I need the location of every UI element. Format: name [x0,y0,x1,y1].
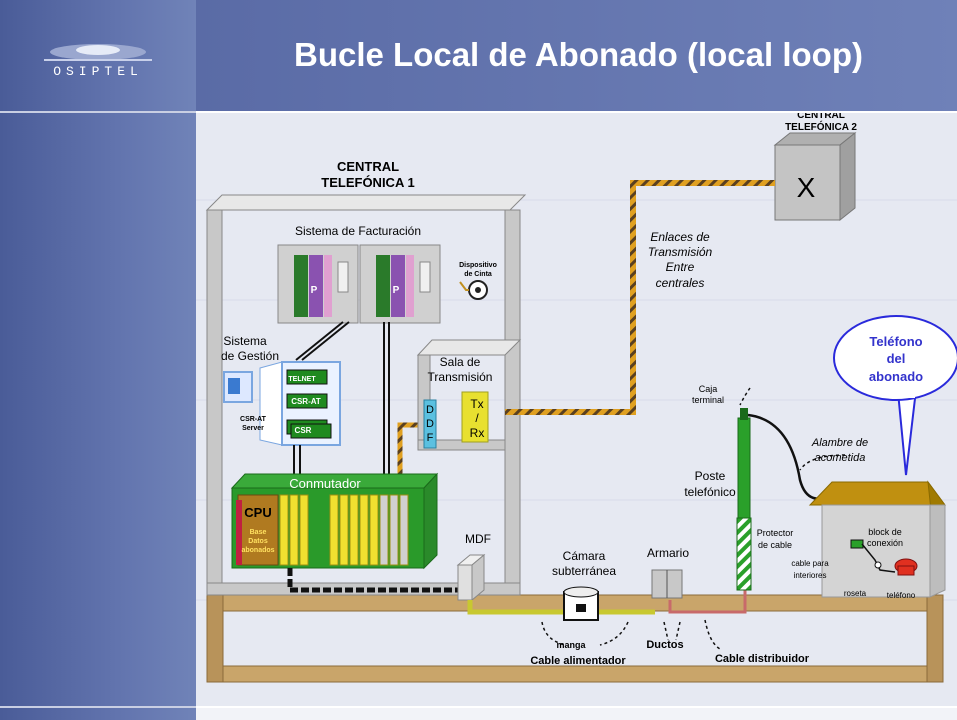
facturacion-label: Sistema de Facturación [295,224,421,238]
armario-cabinet [651,569,683,599]
computer-icon [223,371,253,403]
cable-alimentador-label: Cable alimentador [530,655,626,667]
central-1-label-2: TELEFÓNICA 1 [321,175,414,190]
cable-interiores-label-2: interiores [794,571,827,580]
transmission-room [416,339,522,451]
telnet-label: TELNET [288,376,316,383]
central-1-label: CENTRAL [337,159,399,174]
poste-label: Poste [695,469,726,483]
csr-at-server-label: CSR-AT [240,416,267,423]
bubble-label-3: abonado [869,369,923,384]
manga-label: manga [556,640,586,650]
central-2-label-2: TELEFÓNICA 2 [785,120,857,133]
protector-label-2: de cable [758,540,792,550]
mdf-frame [456,553,486,602]
enlaces-label-4: centrales [656,276,705,290]
osiptel-logo: OSIPTEL [34,40,162,84]
ddf-letter-3: F [427,432,434,444]
sala-link [397,422,420,480]
armario-label: Armario [647,546,689,560]
camara-label: Cámara [563,549,606,563]
switch-mdf-line [287,568,458,593]
cable-distribuidor-label: Cable distribuidor [715,653,810,665]
switch-cards [279,494,409,566]
base-datos-label-3: abonados [241,547,274,554]
camara-label-2: subterránea [552,564,616,578]
phone-icon [894,558,918,576]
server-power-letter: P [311,285,318,296]
ddf-letter: D [426,404,434,416]
telephone-pole [736,408,752,591]
enlaces-label-3: Entre [666,260,695,274]
dispositivo-label: Dispositivo [459,262,497,269]
data-lines [293,321,390,480]
block-conexion-label: block de [868,527,902,537]
csr-label: CSR [295,426,312,435]
footer-bar [196,708,957,720]
sidebar-divider-bottom [0,706,196,708]
header-bar [196,0,957,111]
subscriber-house [808,480,946,598]
sidebar [0,0,196,720]
poste-label-2: telefónico [684,485,736,499]
bubble-label-2: del [887,351,906,366]
central-1-building [205,194,527,596]
ductos-label: Ductos [646,639,683,651]
cpu-label: CPU [244,505,271,520]
sala-label-2: Transmisión [428,370,493,384]
sala-label: Sala de [440,355,481,369]
base-datos-label: Base [250,529,267,536]
block-conexion-label-2: conexión [867,538,903,548]
csr-at-server-label-2: Server [242,425,264,432]
caja-label: Caja [699,384,718,394]
roseta-icon [874,561,882,569]
enlaces-label: Enlaces de [650,230,710,244]
gestion-label-2: de Gestión [221,349,279,363]
caja-label-2: terminal [692,395,724,405]
csr-at-label: CSR-AT [291,397,321,406]
ddf-letter-2: D [426,418,434,430]
txrx-label-2: / [475,411,479,425]
alambre-label-2: acometida [815,452,866,464]
tape-device-icon [459,280,488,300]
txrx-label: Tx [470,397,483,411]
logo-emblem-icon [44,44,152,61]
bubble-label: Teléfono [869,334,922,349]
server-power-letter-2: P [393,285,400,296]
logo-text: OSIPTEL [53,64,143,79]
central-2-switch-symbol: X [797,172,816,203]
subscriber-bubble [833,315,957,476]
mdf-label: MDF [465,532,491,546]
management-panel [259,361,341,446]
central-2-label: CENTRAL [797,113,845,121]
cable-interiores-label: cable para [791,559,829,568]
telefono-label: teléfono [887,591,916,600]
enlaces-label-2: Transmisión [648,245,713,259]
annotation-arrows [541,387,846,651]
central-2-building [773,131,857,222]
local-loop-diagram: CENTRAL TELEFÓNICA 1 X CENTRAL TELEFÓNIC… [196,113,957,683]
distribution-cable [668,590,747,614]
txrx-label-3: Rx [470,426,485,440]
alambre-label: Alambre de [811,437,868,449]
gestion-label: Sistema [223,334,267,348]
dispositivo-label-2: de Cinta [464,271,492,278]
block-conexion-icon [850,539,864,549]
billing-server-1: P [277,244,359,324]
protector-label: Protector [757,528,794,538]
sidebar-divider [0,111,196,113]
billing-server-2: P [359,244,441,324]
roseta-label: roseta [844,589,867,598]
transmission-link [505,180,775,415]
slide-title: Bucle Local de Abonado (local loop) [294,36,863,73]
conmutador-label: Conmutador [289,476,361,491]
underground-chamber [563,586,599,621]
base-datos-label-2: Datos [248,538,268,545]
